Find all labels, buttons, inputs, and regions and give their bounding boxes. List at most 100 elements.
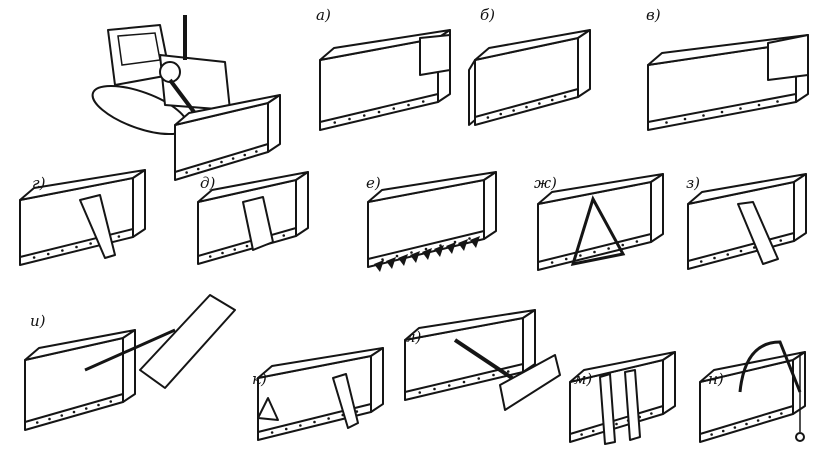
bolt <box>221 251 224 255</box>
bolt <box>407 103 410 107</box>
bolt <box>208 255 212 258</box>
serrated-tooth <box>446 242 456 254</box>
fork-tine <box>599 373 616 445</box>
bolt <box>720 110 724 114</box>
hydraulic-cylinder <box>159 61 181 83</box>
label-i: и) <box>30 312 46 330</box>
bolt <box>48 417 51 421</box>
angled-blade-i <box>139 294 236 389</box>
cutting-edge <box>404 363 524 393</box>
bolt <box>61 249 64 252</box>
cutting-edge <box>537 233 652 263</box>
bolt <box>739 107 742 110</box>
blade-k <box>257 347 384 441</box>
cutting-edge <box>367 230 485 260</box>
label-k: к) <box>252 370 267 388</box>
bolt <box>580 433 583 436</box>
serrated-tooth <box>410 251 420 263</box>
cutting-edge <box>197 227 297 257</box>
bolt <box>726 253 730 256</box>
bolt <box>270 431 274 434</box>
bolt <box>733 426 737 429</box>
label-g: г) <box>32 174 46 192</box>
bolt <box>615 422 618 426</box>
bolt <box>506 370 510 373</box>
bolt <box>231 157 235 160</box>
bolt <box>525 105 528 109</box>
blade-e <box>367 171 497 272</box>
blade-side <box>662 351 676 415</box>
blade-side <box>483 171 497 240</box>
crane-jib <box>738 340 802 393</box>
bolt <box>650 412 653 415</box>
push-frame <box>453 338 517 382</box>
label-v: в) <box>646 6 661 24</box>
blade-m <box>569 351 676 445</box>
serrated-tooth <box>386 257 396 269</box>
bolt <box>233 248 237 251</box>
bolt <box>313 420 316 424</box>
label-n: н) <box>708 370 724 388</box>
bolt <box>109 400 113 403</box>
front-blade-l <box>499 354 561 411</box>
bolt <box>421 100 425 103</box>
blade-side <box>267 94 281 153</box>
bolt <box>424 247 428 251</box>
blade-side <box>522 309 536 373</box>
bolt <box>433 387 436 391</box>
bolt <box>46 252 50 256</box>
bolt <box>486 116 490 119</box>
blade-side <box>370 347 384 413</box>
bolt <box>447 384 451 387</box>
bolt <box>284 427 288 431</box>
bolt <box>757 103 761 107</box>
label-l: л) <box>406 328 422 346</box>
label-z: з) <box>686 174 701 192</box>
hook-left <box>257 397 279 421</box>
label-m: м) <box>574 370 593 388</box>
label-zh: ж) <box>534 174 557 192</box>
bolt <box>243 153 247 157</box>
bolt <box>779 239 783 242</box>
bolt <box>377 110 381 114</box>
blade-side <box>577 29 591 98</box>
bolt <box>392 107 396 110</box>
bolt <box>564 257 568 261</box>
side-wing <box>419 34 451 76</box>
bolt <box>713 256 716 260</box>
blade-i <box>24 328 176 431</box>
bolt <box>721 429 725 433</box>
ripper-tooth <box>79 194 116 259</box>
cutting-edge <box>174 143 269 173</box>
label-b: б) <box>480 6 496 24</box>
cutting-edge <box>699 405 794 435</box>
bolt <box>579 254 582 257</box>
bolt <box>756 419 760 422</box>
bolt <box>745 422 748 426</box>
bolt <box>381 258 384 261</box>
blade-b <box>468 29 591 126</box>
serrated-tooth <box>398 254 408 266</box>
cutting-edge <box>24 393 124 423</box>
blade-side <box>295 171 309 237</box>
cutting-edge <box>687 232 795 262</box>
serrated-tooth <box>458 239 468 251</box>
bolt <box>538 102 541 105</box>
blade-side <box>792 351 806 415</box>
blade-l <box>404 309 536 401</box>
bolt <box>768 415 772 419</box>
bolt <box>710 433 713 436</box>
triangle-frame <box>570 195 626 266</box>
bolt <box>60 414 64 417</box>
bolt <box>492 373 495 377</box>
frame-arm <box>84 328 176 372</box>
fork-tine <box>624 369 641 441</box>
crane-hook <box>795 432 805 442</box>
tine <box>737 201 779 265</box>
bolt <box>72 410 76 414</box>
blade-side <box>122 329 136 403</box>
cutting-edge <box>569 405 664 435</box>
bolt <box>196 167 200 171</box>
